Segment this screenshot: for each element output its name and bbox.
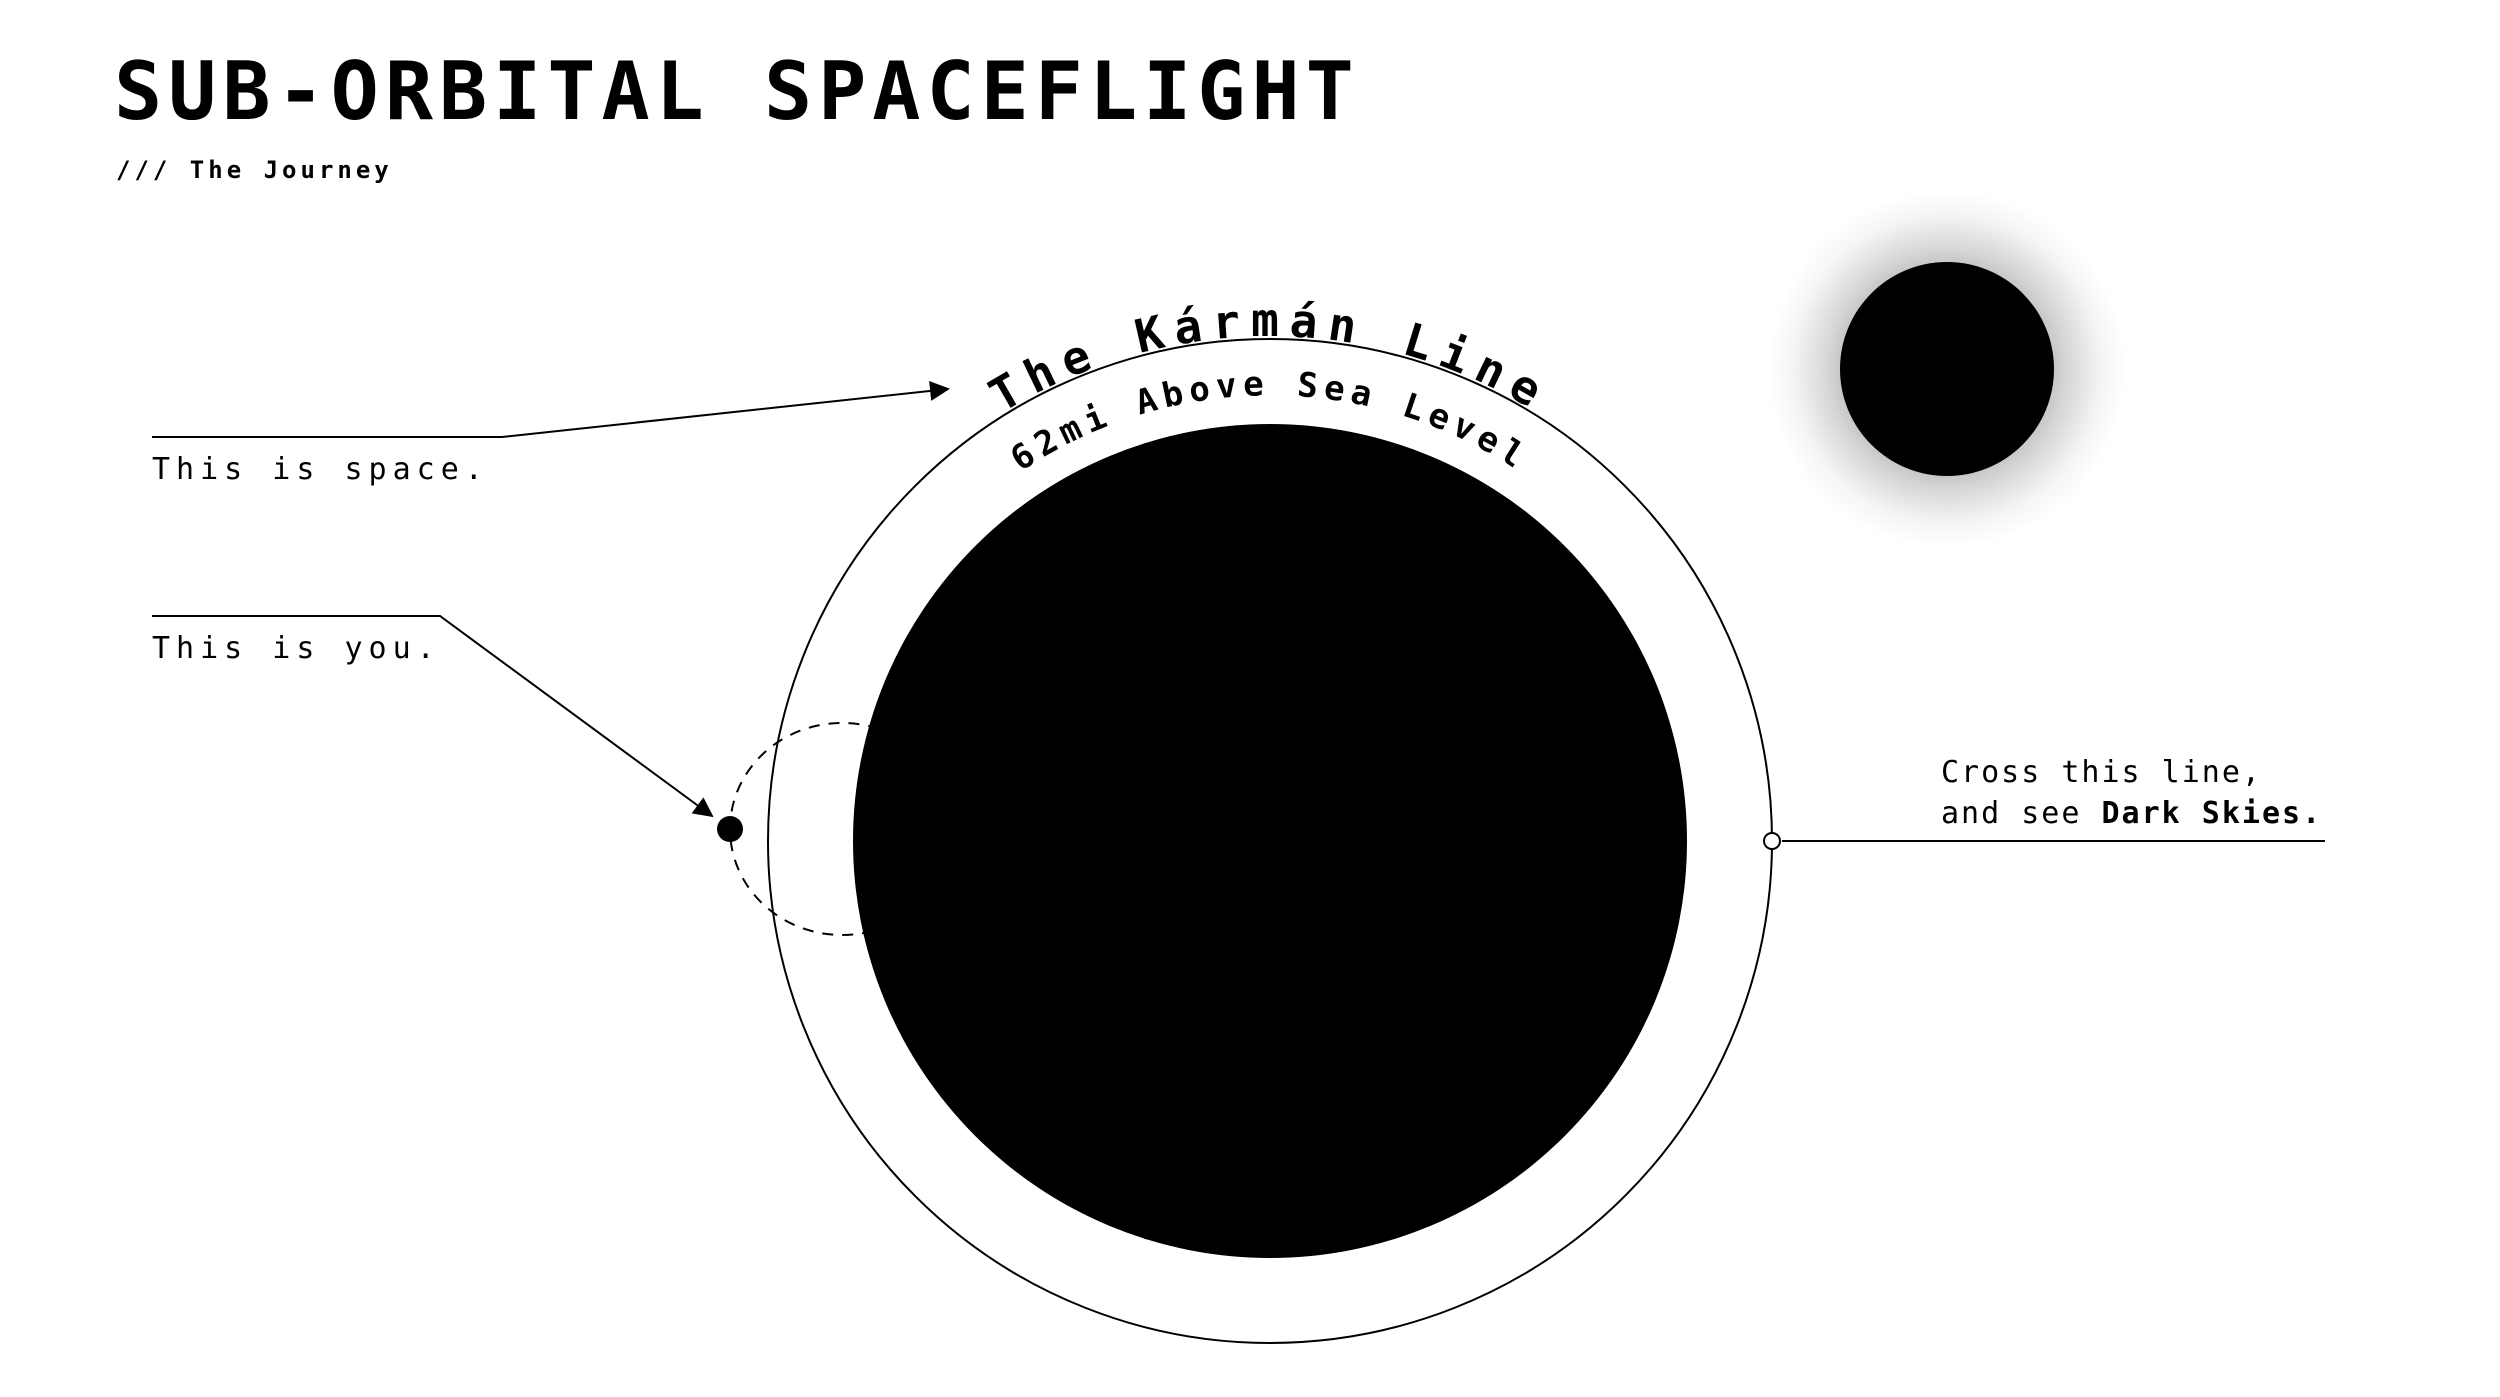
you-dot [717, 816, 743, 842]
page-title: SUB-ORBITAL SPACEFLIGHT [114, 45, 1360, 138]
earth-circle [853, 424, 1687, 1258]
cross-line-note-line2: and see Dark Skies. [1941, 793, 2322, 834]
page-subtitle: /// The Journey [116, 156, 393, 184]
cross-line-note-line2-prefix: and see [1941, 796, 2102, 831]
cross-line-note-line2-bold: Dark Skies. [2101, 796, 2323, 831]
space-pointer-arrow [152, 380, 950, 438]
label-this-is-you: This is you. [152, 631, 441, 666]
cross-line-note: Cross this line, and see Dark Skies. [1941, 752, 2322, 834]
label-this-is-space: This is space. [152, 452, 489, 487]
cross-line-note-line1: Cross this line, [1941, 755, 2262, 790]
sun-icon [1840, 262, 2054, 476]
boundary-marker-dot [1763, 832, 1781, 850]
you-pointer-arrow [152, 615, 714, 818]
